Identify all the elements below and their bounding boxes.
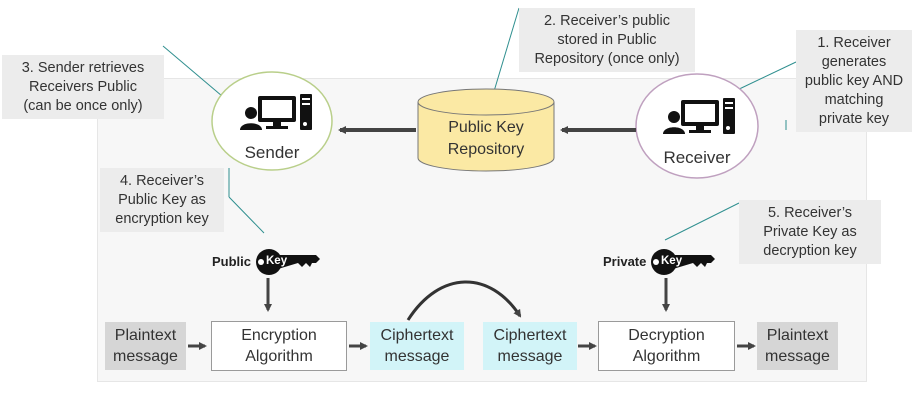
key-icon [256, 249, 320, 275]
note-public-key-encrypt: 4. Receiver’s Public Key as encryption k… [100, 168, 224, 232]
private-key-word: Key [661, 255, 683, 267]
transmission-arc [406, 280, 522, 321]
callout-line-3 [162, 45, 223, 97]
callout-line-4b [228, 196, 265, 234]
ciphertext-input-box: Ciphertext message [483, 322, 577, 370]
computer-user-icon [663, 98, 735, 134]
decryption-algorithm-box: Decryption Algorithm [598, 321, 735, 371]
ciphertext-output-box: Ciphertext message [370, 322, 464, 370]
note-sender-retrieves: 3. Sender retrieves Receivers Public (ca… [2, 55, 164, 119]
callout-line-2 [491, 7, 520, 99]
plaintext-input-box: Plaintext message [105, 322, 186, 370]
plaintext-output-box: Plaintext message [757, 322, 838, 370]
sender-label: Sender [244, 143, 300, 162]
receiver-label: Receiver [663, 148, 731, 167]
callout-line-5 [664, 202, 740, 241]
encryption-algorithm-box: Encryption Algorithm [211, 321, 347, 371]
note-receiver-generates: 1. Receiver generates public key AND mat… [796, 30, 912, 132]
key-icon [651, 249, 715, 275]
public-key-label: Public [212, 254, 252, 269]
private-key-label: Private [603, 254, 647, 269]
repository-label: Public Key Repository [447, 119, 525, 158]
public-key-word: Key [266, 255, 288, 267]
callout-line-1 [732, 61, 797, 93]
computer-user-icon [240, 94, 312, 130]
note-private-key-decrypt: 5. Receiver’s Private Key as decryption … [739, 200, 881, 264]
note-stored-public: 2. Receiver’s public stored in Public Re… [519, 8, 695, 72]
database-cylinder-icon [417, 88, 555, 172]
